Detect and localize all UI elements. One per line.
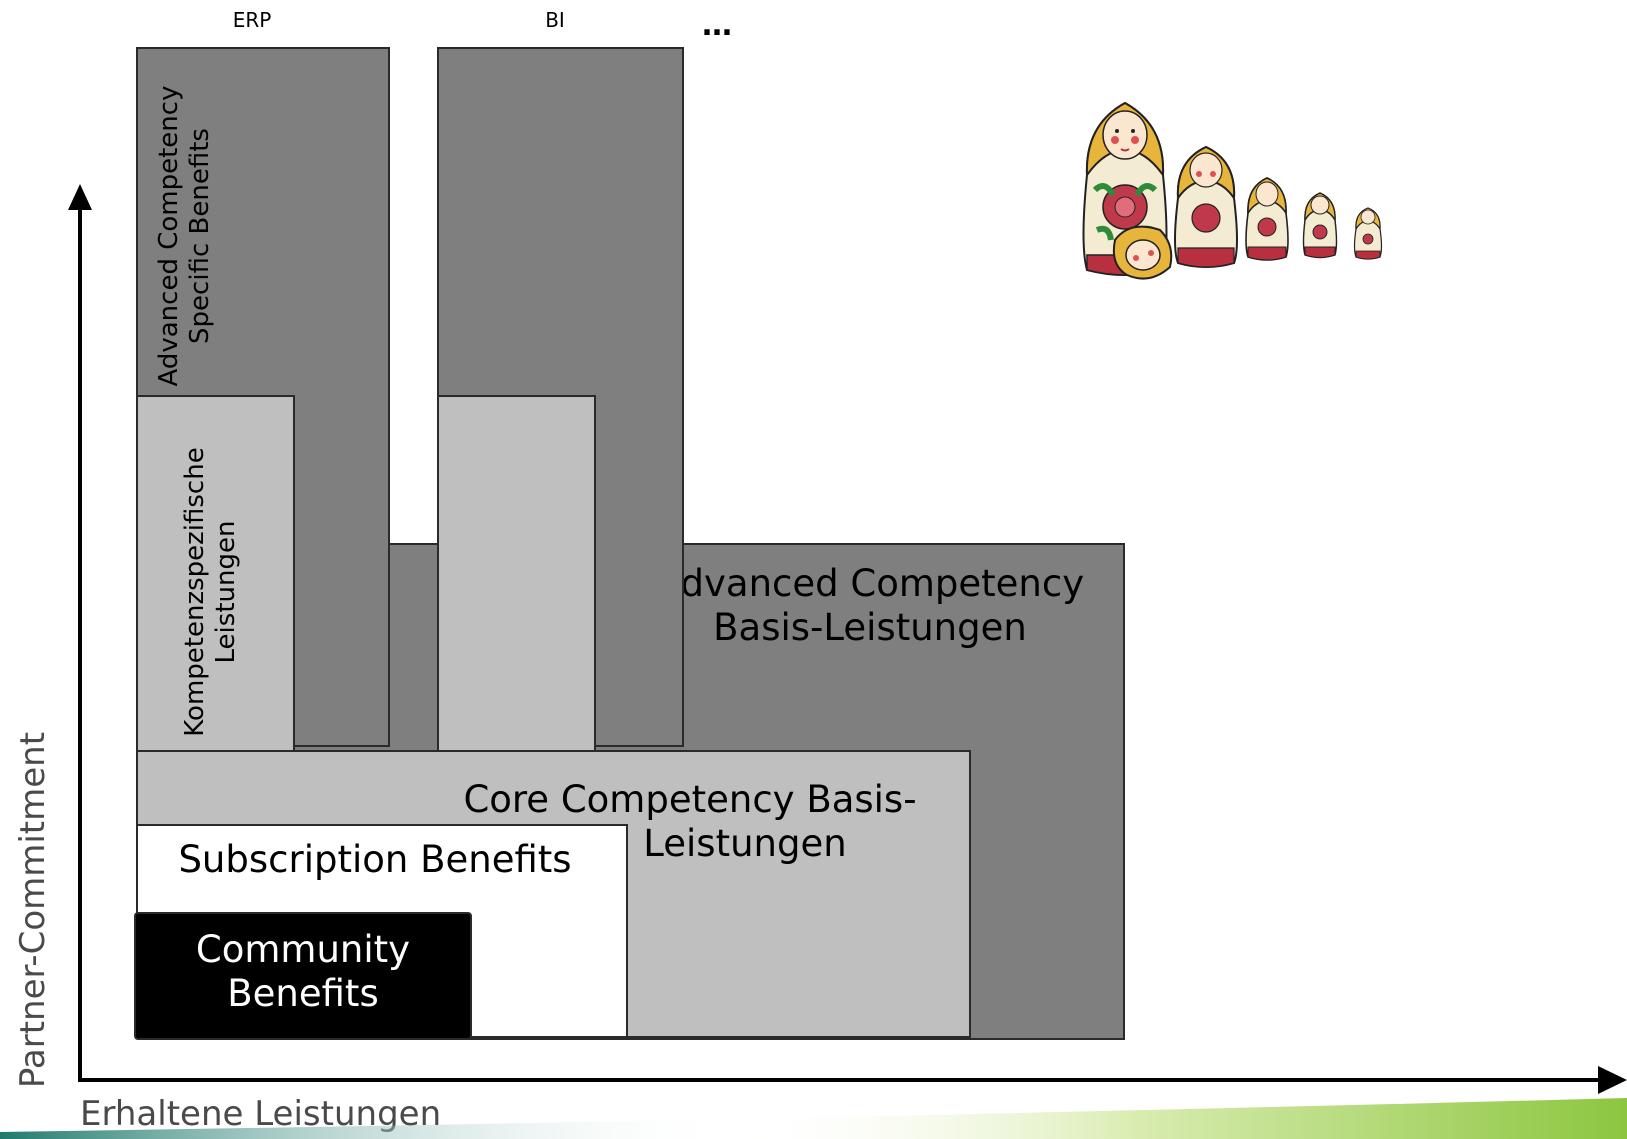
bi-kompetenzspezifische-column <box>437 395 596 765</box>
bottom-decorative-band <box>0 1098 1627 1139</box>
second-doll-icon <box>1174 145 1238 268</box>
community-benefits-label: Community Benefits <box>195 928 411 1016</box>
y-axis-label: Partner-Commitment <box>13 731 53 1089</box>
x-axis-arrowhead <box>1598 1066 1627 1094</box>
y-axis-arrowhead <box>68 184 92 210</box>
column-header-erp: ERP <box>232 8 272 32</box>
subscription-benefits-label: Subscription Benefits <box>178 838 572 881</box>
matryoshka-dolls-illustration <box>1082 101 1383 280</box>
third-doll-icon <box>1245 177 1289 261</box>
erp-kompetenzspezifische-column <box>136 395 295 765</box>
community-benefits-block <box>134 912 472 1040</box>
column-header-bi: BI <box>545 8 565 32</box>
core-competency-basis-label: Core Competency Basis- Leistungen <box>463 778 917 866</box>
advanced-competency-basis-label: Advanced Competency Basis-Leistungen <box>655 562 1085 650</box>
fourth-doll-icon <box>1302 192 1338 259</box>
fallen-doll-head-icon <box>1112 225 1173 280</box>
fifth-doll-icon <box>1353 207 1383 260</box>
column-header-more: … <box>702 8 732 43</box>
